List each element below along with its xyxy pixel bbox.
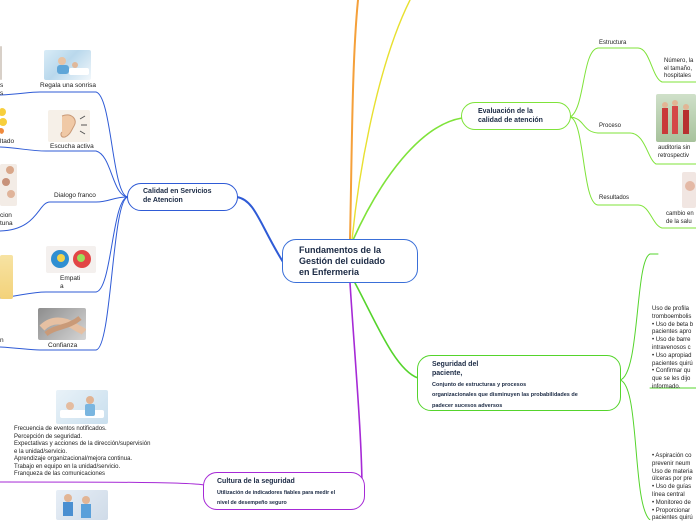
topic-evaluacion-label: Evaluación de la calidad de atención xyxy=(478,108,543,124)
subtopic-confianza[interactable]: Confianza xyxy=(48,342,78,349)
topic-cultura-seguridad[interactable]: Cultura de la seguridad Utilización de i… xyxy=(203,472,365,510)
subtopic-regala-sonrisa[interactable]: Regala una sonrisa xyxy=(40,82,97,89)
topic-seguridad-subtitle: Conjunto de estructuras y procesos organ… xyxy=(432,381,578,409)
topic-evaluacion-calidad[interactable]: Evaluación de la calidad de atención xyxy=(461,102,571,130)
image-yellow-partial xyxy=(0,255,13,299)
image-hands-trust xyxy=(38,308,86,340)
image-hospital-staff xyxy=(656,94,696,142)
seguridad-measures-list-2: • Aspiración co prevenir neum Uso de mat… xyxy=(652,453,693,522)
topic-calidad-servicios[interactable]: Calidad en Servicios de Atencion xyxy=(127,183,238,211)
cut-label-1: s s xyxy=(0,82,4,98)
image-partial-1 xyxy=(0,46,2,80)
topic-cultura-label: Cultura de la seguridad xyxy=(217,478,295,485)
subtopic-proceso[interactable]: Proceso xyxy=(599,123,622,129)
topic-cultura-subtitle: Utilización de indicadores fiables para … xyxy=(217,489,336,507)
cut-label-3: cion tuna xyxy=(0,212,13,228)
image-emoji-partial xyxy=(0,108,9,134)
image-health-partial xyxy=(682,172,696,208)
estructura-detail: Número, la el tamaño, hospitales xyxy=(664,58,694,79)
subtopic-resultados[interactable]: Resultados xyxy=(599,195,630,201)
topic-seguridad-paciente[interactable]: Seguridad del paciente, Conjunto de estr… xyxy=(417,355,621,411)
cultura-dimensions-list: Frecuencia de eventos notificados. Perce… xyxy=(14,426,151,477)
subtopic-estructura[interactable]: Estructura xyxy=(599,40,627,46)
image-smile-patient xyxy=(44,50,91,80)
topic-seguridad-label: Seguridad del paciente, xyxy=(432,361,479,377)
subtopic-dialogo-franco[interactable]: Dialogo franco xyxy=(54,192,96,199)
image-faces-partial xyxy=(0,164,17,206)
cut-label-4: n xyxy=(0,337,4,344)
proceso-detail: auditoria sin retrospectiv xyxy=(658,145,691,159)
topic-calidad-label: Calidad en Servicios de Atencion xyxy=(143,188,212,204)
subtopic-escucha-activa[interactable]: Escucha activa xyxy=(50,143,94,150)
central-topic-label: Fundamentos de la Gestión del cuidado en… xyxy=(299,245,386,277)
image-head-icons xyxy=(46,246,96,273)
image-nurses-partial xyxy=(56,490,108,520)
resultados-detail: cambio en de la salu xyxy=(666,211,694,225)
cut-label-2: ltado xyxy=(0,138,15,145)
subtopic-empatia[interactable]: Empati a xyxy=(60,275,81,291)
seguridad-measures-list-1: Uso de profila tromboembolis • Uso de be… xyxy=(652,306,694,390)
central-topic-node[interactable]: Fundamentos de la Gestión del cuidado en… xyxy=(282,239,418,283)
image-nurse-patient xyxy=(56,390,108,424)
image-ear-listening xyxy=(48,110,90,142)
